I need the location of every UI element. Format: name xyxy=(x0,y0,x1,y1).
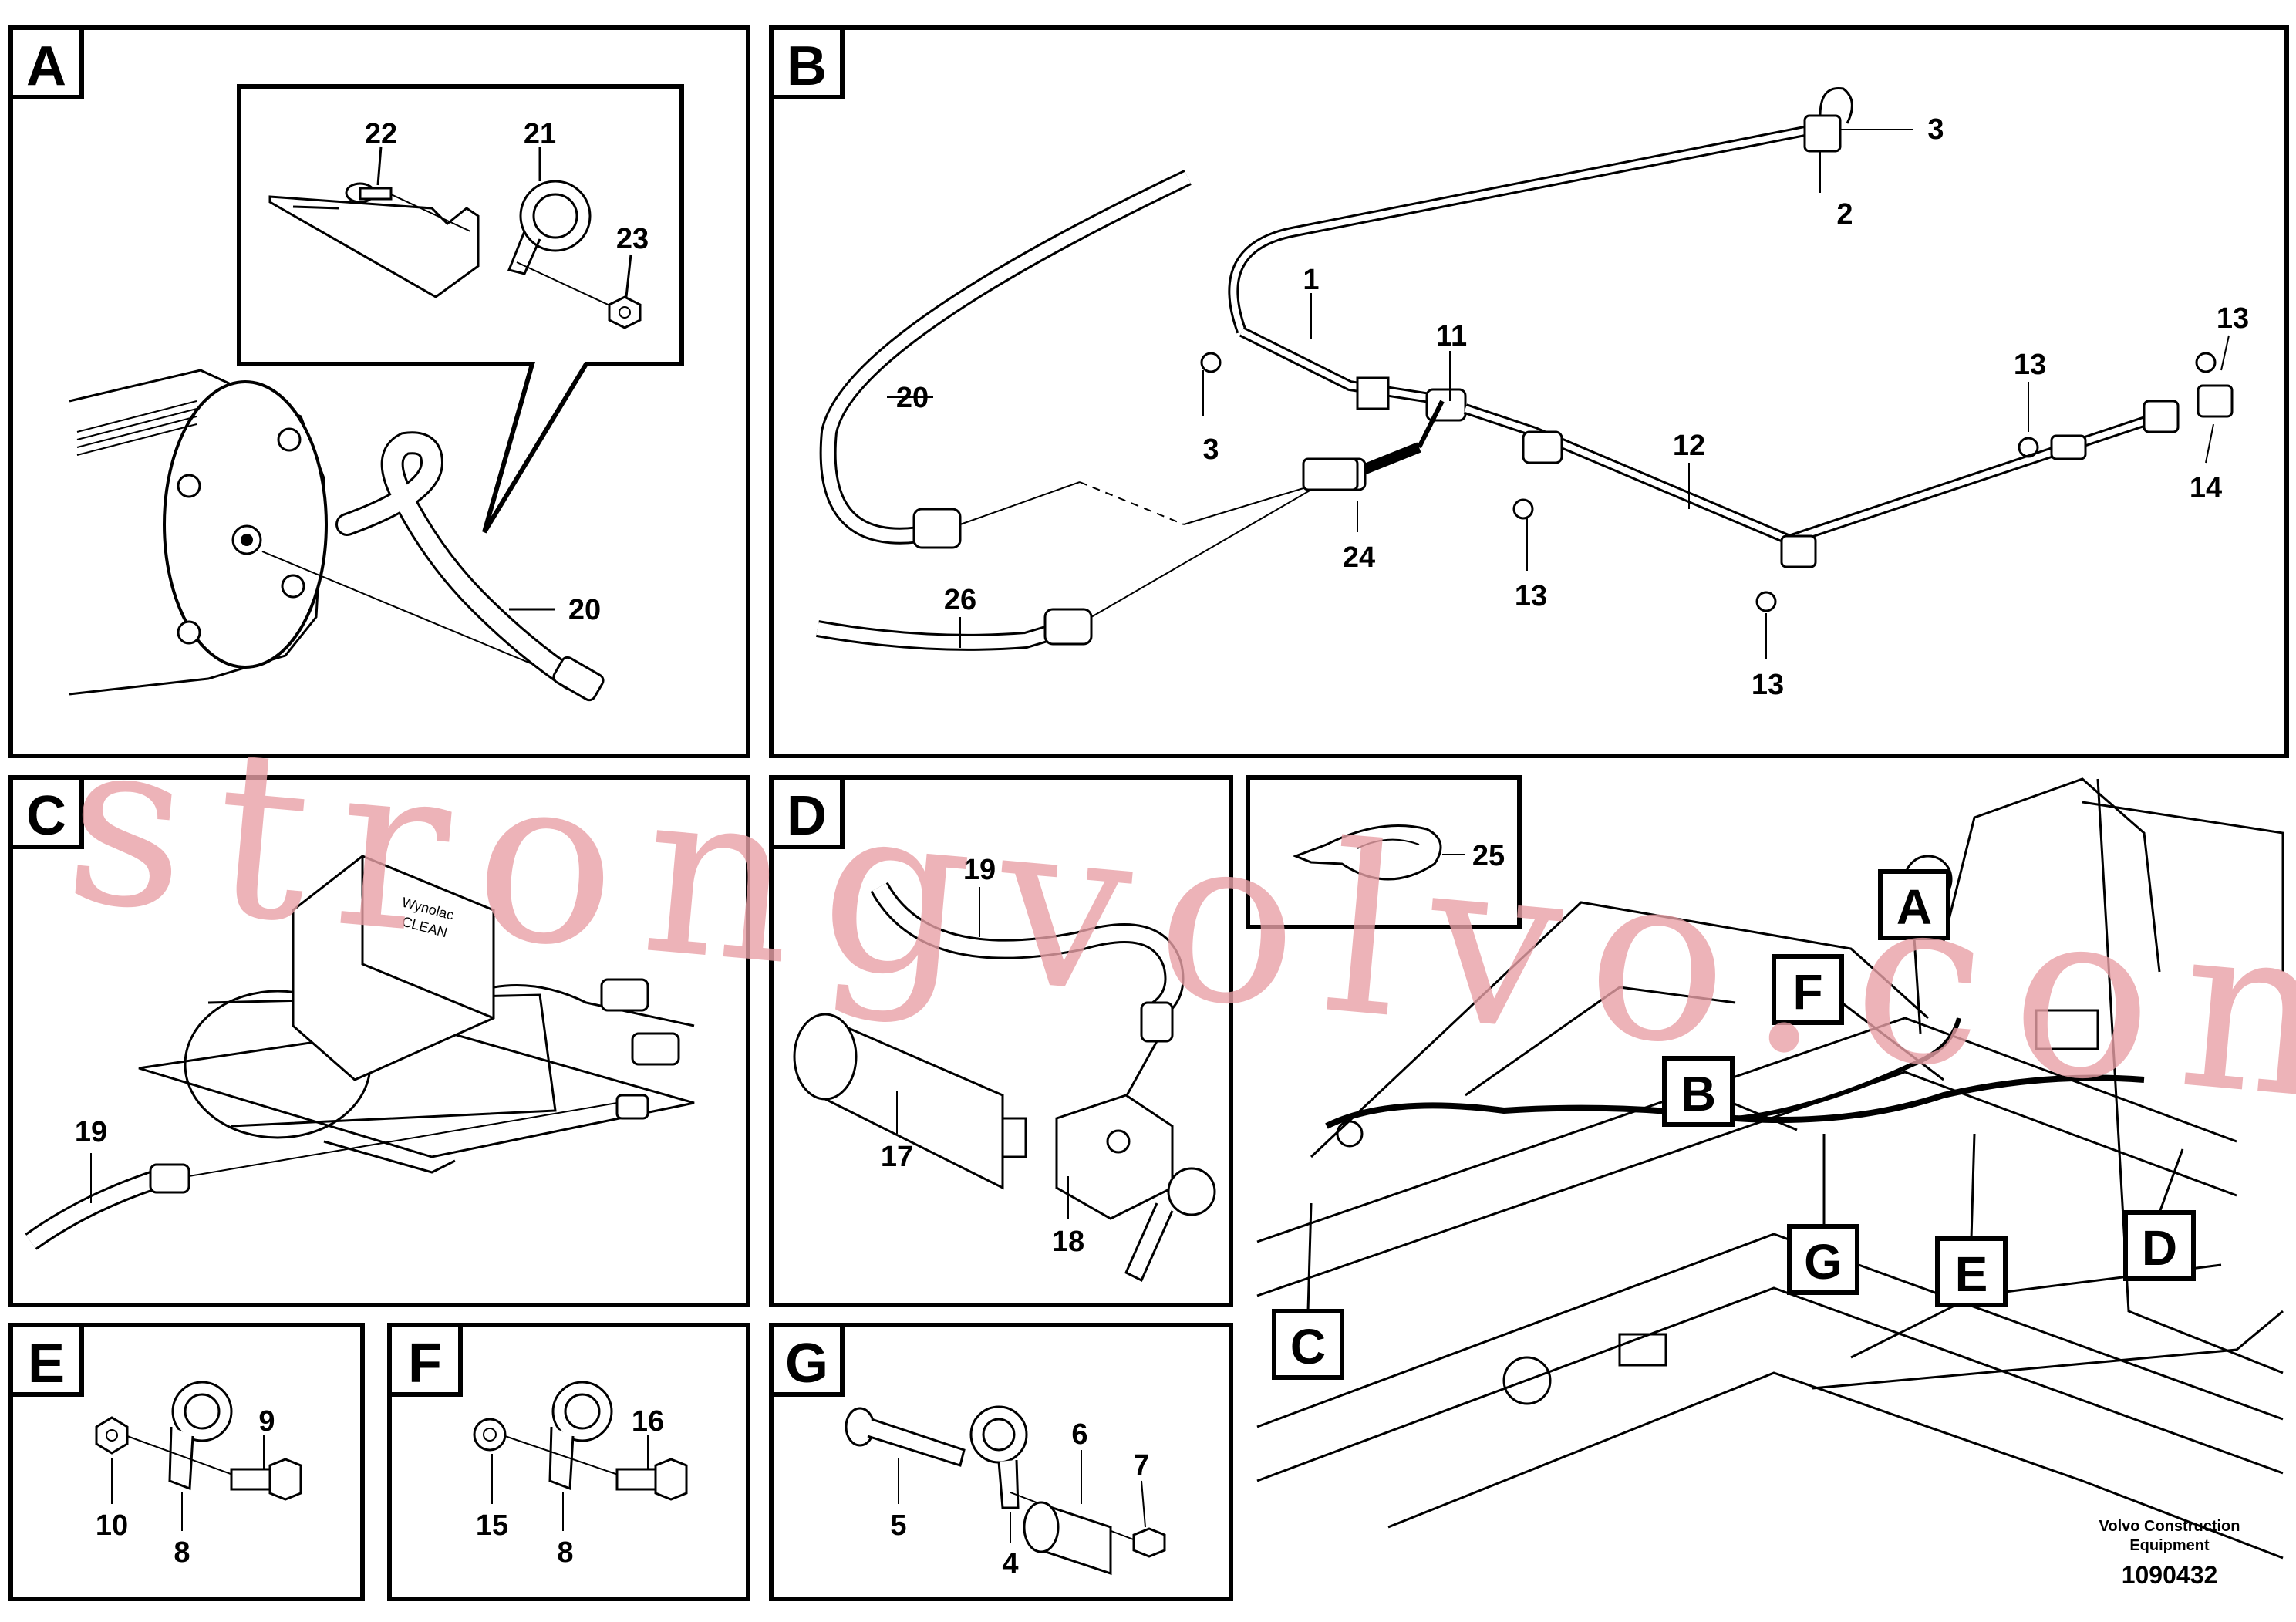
panel-a-hose: 20 xyxy=(335,431,605,702)
panel-c-letter-box xyxy=(8,775,84,849)
label-24: 24 xyxy=(1343,541,1375,574)
panel-b-frame xyxy=(769,25,2289,758)
panel-f: F 15 8 16 xyxy=(387,1323,750,1601)
panel-b-letter-box xyxy=(769,25,845,99)
label-13-bottom: 13 xyxy=(1752,669,1784,701)
overview-callout-g: G xyxy=(1787,1134,1859,1295)
hose-20-fitting xyxy=(912,508,962,549)
label-21: 21 xyxy=(524,118,556,150)
cable-tie-box: 25 xyxy=(1246,775,1522,929)
overview-callout-e: E xyxy=(1935,1133,2008,1307)
panel-a-frame xyxy=(8,25,750,758)
label-23: 23 xyxy=(616,223,649,255)
panel-e-letter: E xyxy=(28,1333,65,1394)
label-17: 17 xyxy=(881,1141,913,1173)
overview-callout-f: F xyxy=(1772,954,1944,1081)
label-16: 16 xyxy=(632,1405,664,1438)
label-8-e: 8 xyxy=(174,1536,190,1569)
overview-callout-a: A xyxy=(1878,869,1950,1034)
panel-f-frame xyxy=(387,1323,750,1601)
label-15: 15 xyxy=(476,1509,508,1542)
label-4: 4 xyxy=(1002,1548,1018,1580)
label-3-top: 3 xyxy=(1927,113,1944,146)
label-13-right: 13 xyxy=(2014,349,2046,381)
label-25: 25 xyxy=(1472,840,1505,872)
panel-g-letter-box xyxy=(769,1323,845,1397)
label-26: 26 xyxy=(944,584,976,616)
panel-a-dryer xyxy=(69,369,587,696)
label-11: 11 xyxy=(1436,320,1467,352)
label-1: 1 xyxy=(1303,264,1319,296)
overview-callout-b: B xyxy=(1662,1056,1798,1131)
panel-g-letter: G xyxy=(785,1333,828,1394)
label-12: 12 xyxy=(1673,430,1705,462)
panel-e-frame xyxy=(8,1323,365,1601)
label-9: 9 xyxy=(258,1405,275,1438)
label-5: 5 xyxy=(890,1509,906,1542)
overview-chassis: A F B G E D C xyxy=(1256,777,2284,1560)
label-19-d: 19 xyxy=(963,854,996,886)
label-7: 7 xyxy=(1133,1449,1149,1482)
svg-text:C: C xyxy=(1290,1319,1326,1374)
panel-a-letter-box xyxy=(8,25,84,99)
label-8-f: 8 xyxy=(557,1536,573,1569)
panel-c: C Wynolac CLEAN 19 xyxy=(8,775,750,1307)
label-18: 18 xyxy=(1052,1226,1084,1258)
label-10: 10 xyxy=(96,1509,128,1542)
panel-g-frame xyxy=(769,1323,1233,1601)
panel-f-letter-box xyxy=(387,1323,463,1397)
panel-a: A 22 21 23 xyxy=(8,25,750,758)
svg-text:F: F xyxy=(1792,964,1822,1020)
label-6: 6 xyxy=(1071,1418,1087,1451)
svg-text:G: G xyxy=(1804,1234,1843,1290)
label-13-far-right: 13 xyxy=(2217,302,2249,335)
svg-text:E: E xyxy=(1955,1246,1988,1302)
panel-d-frame xyxy=(769,775,1233,1307)
panel-d: D 19 17 18 xyxy=(769,775,1233,1307)
panel-b-letter: B xyxy=(787,35,827,97)
panel-a-letter: A xyxy=(26,35,66,97)
label-20-a: 20 xyxy=(568,594,601,626)
panel-b: B xyxy=(769,25,2289,758)
drawing-footer: Volvo Construction Equipment 1090432 xyxy=(2099,1518,2240,1589)
label-14: 14 xyxy=(2190,472,2222,504)
svg-text:D: D xyxy=(2142,1220,2177,1276)
cable-tie-frame xyxy=(1246,775,1522,929)
company-line-1: Volvo Construction xyxy=(2099,1518,2240,1535)
panel-c-frame xyxy=(8,775,750,1307)
panel-c-letter: C xyxy=(26,785,66,847)
label-13-mid: 13 xyxy=(1515,580,1547,612)
label-20-b: 20 xyxy=(896,382,929,414)
svg-text:A: A xyxy=(1896,879,1932,935)
overview-callout-c: C xyxy=(1272,1202,1344,1380)
panel-e-letter-box xyxy=(8,1323,84,1397)
label-2: 2 xyxy=(1836,198,1853,231)
label-19-c: 19 xyxy=(75,1116,107,1148)
overview-callout-d: D xyxy=(2123,1148,2196,1281)
company-line-2: Equipment xyxy=(2129,1537,2210,1554)
panel-d-letter-box xyxy=(769,775,845,849)
label-22: 22 xyxy=(365,118,397,150)
panel-g: G 5 4 6 7 xyxy=(769,1323,1233,1601)
drawing-number: 1090432 xyxy=(2122,1561,2218,1589)
panel-d-letter: D xyxy=(787,785,827,847)
svg-text:B: B xyxy=(1681,1066,1716,1121)
label-3-left: 3 xyxy=(1202,433,1219,466)
panel-e: E 10 8 9 xyxy=(8,1323,365,1601)
panel-f-letter: F xyxy=(408,1333,442,1394)
panel-a-inset: 22 21 23 xyxy=(237,84,684,534)
